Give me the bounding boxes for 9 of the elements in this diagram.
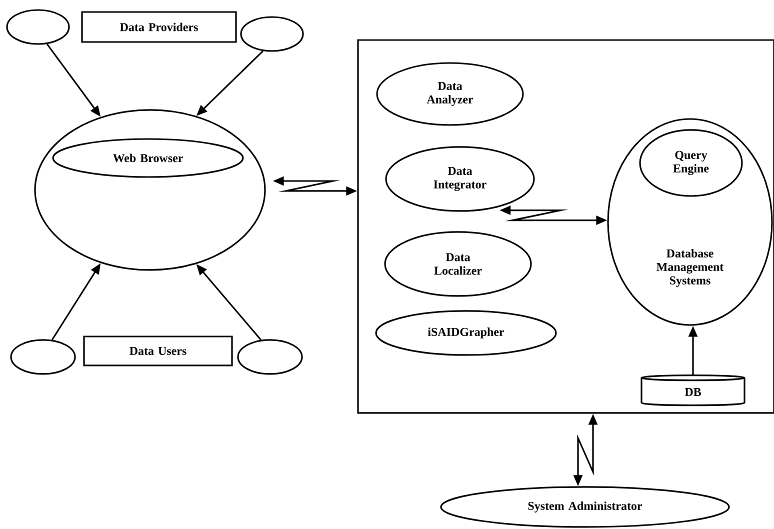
actor-ellipse (237, 339, 303, 375)
actor-ellipse (6, 9, 70, 45)
actor-ellipse (240, 16, 304, 52)
database-cylinder: DB (640, 374, 746, 406)
group-box: Data Users (83, 336, 233, 366)
group-box: Data Providers (81, 11, 237, 43)
system-box (357, 39, 774, 414)
actor-ellipse (10, 339, 76, 375)
browser-circle (34, 109, 266, 271)
